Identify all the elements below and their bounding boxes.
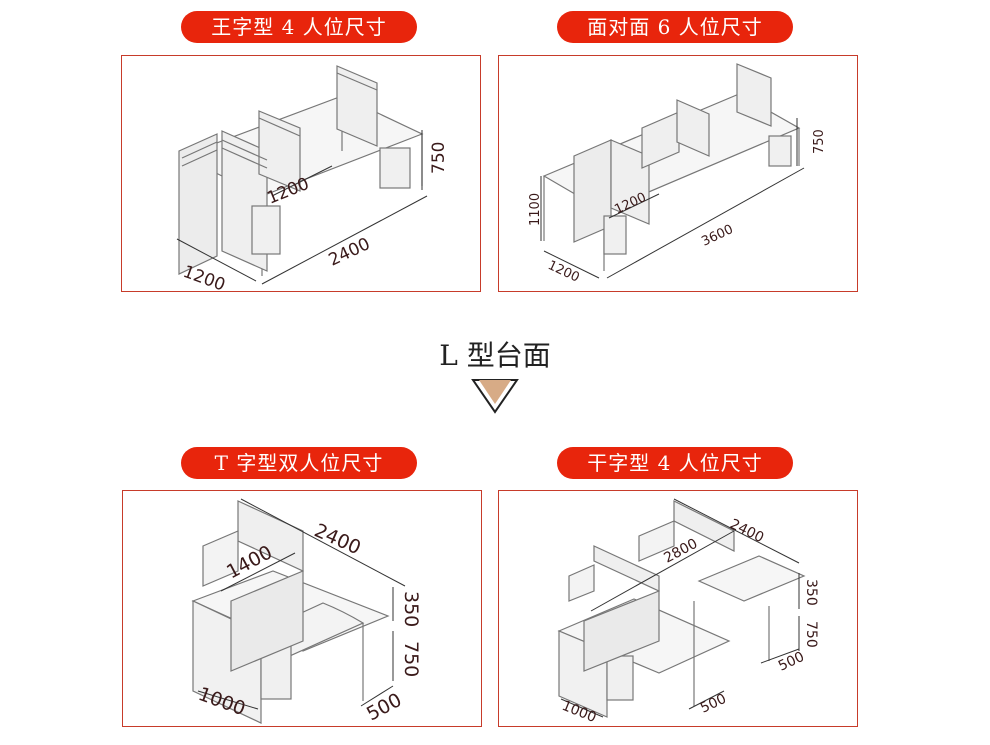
panel-title-2: 面对面 6 人位尺寸 bbox=[557, 11, 793, 43]
panel-title-4: 干字型 4 人位尺寸 bbox=[557, 447, 793, 479]
desk-diagram-gan-4: 2400 2800 350 750 500 1000 500 bbox=[557, 498, 819, 726]
dim-side-3: 500 bbox=[363, 689, 405, 725]
dim-side2-4: 500 bbox=[776, 649, 807, 675]
dim-depth-2: 1200 bbox=[545, 258, 581, 286]
dim-screen-2: 1100 bbox=[528, 193, 543, 226]
diagram-panel-2: 1100 1200 1200 3600 750 bbox=[498, 55, 858, 292]
desk-diagram-wang-4: 1200 1200 2400 750 bbox=[176, 65, 449, 293]
dim-height-4: 750 bbox=[803, 621, 819, 648]
diagram-panel-4: 2400 2800 350 750 500 1000 500 bbox=[498, 490, 858, 727]
panel-title-3: T 字型双人位尺寸 bbox=[181, 447, 417, 479]
dim-length-2: 3600 bbox=[699, 222, 735, 250]
dim-depth-1: 1200 bbox=[180, 262, 227, 293]
down-arrow-icon bbox=[471, 379, 519, 414]
dim-height-3: 750 bbox=[400, 641, 422, 677]
desk-diagram-t-2: 2400 1400 350 750 1000 500 bbox=[191, 498, 422, 725]
diagram-panel-3: 2400 1400 350 750 1000 500 bbox=[122, 490, 482, 727]
dim-side-4: 500 bbox=[698, 691, 729, 717]
dim-length-1: 2400 bbox=[326, 234, 374, 270]
center-title: L 型台面 bbox=[439, 339, 551, 372]
desk-diagram-face-6: 1100 1200 1200 3600 750 bbox=[528, 63, 827, 286]
diagram-panel-1: 1200 1200 2400 750 bbox=[121, 55, 481, 293]
dim-screen-4: 350 bbox=[803, 579, 819, 606]
panel-title-1: 王字型 4 人位尺寸 bbox=[181, 11, 417, 43]
dim-screen-3: 350 bbox=[400, 591, 422, 627]
dim-height-2: 750 bbox=[812, 129, 827, 154]
dim-height-1: 750 bbox=[429, 142, 449, 174]
dim-top-3: 2400 bbox=[311, 519, 364, 559]
